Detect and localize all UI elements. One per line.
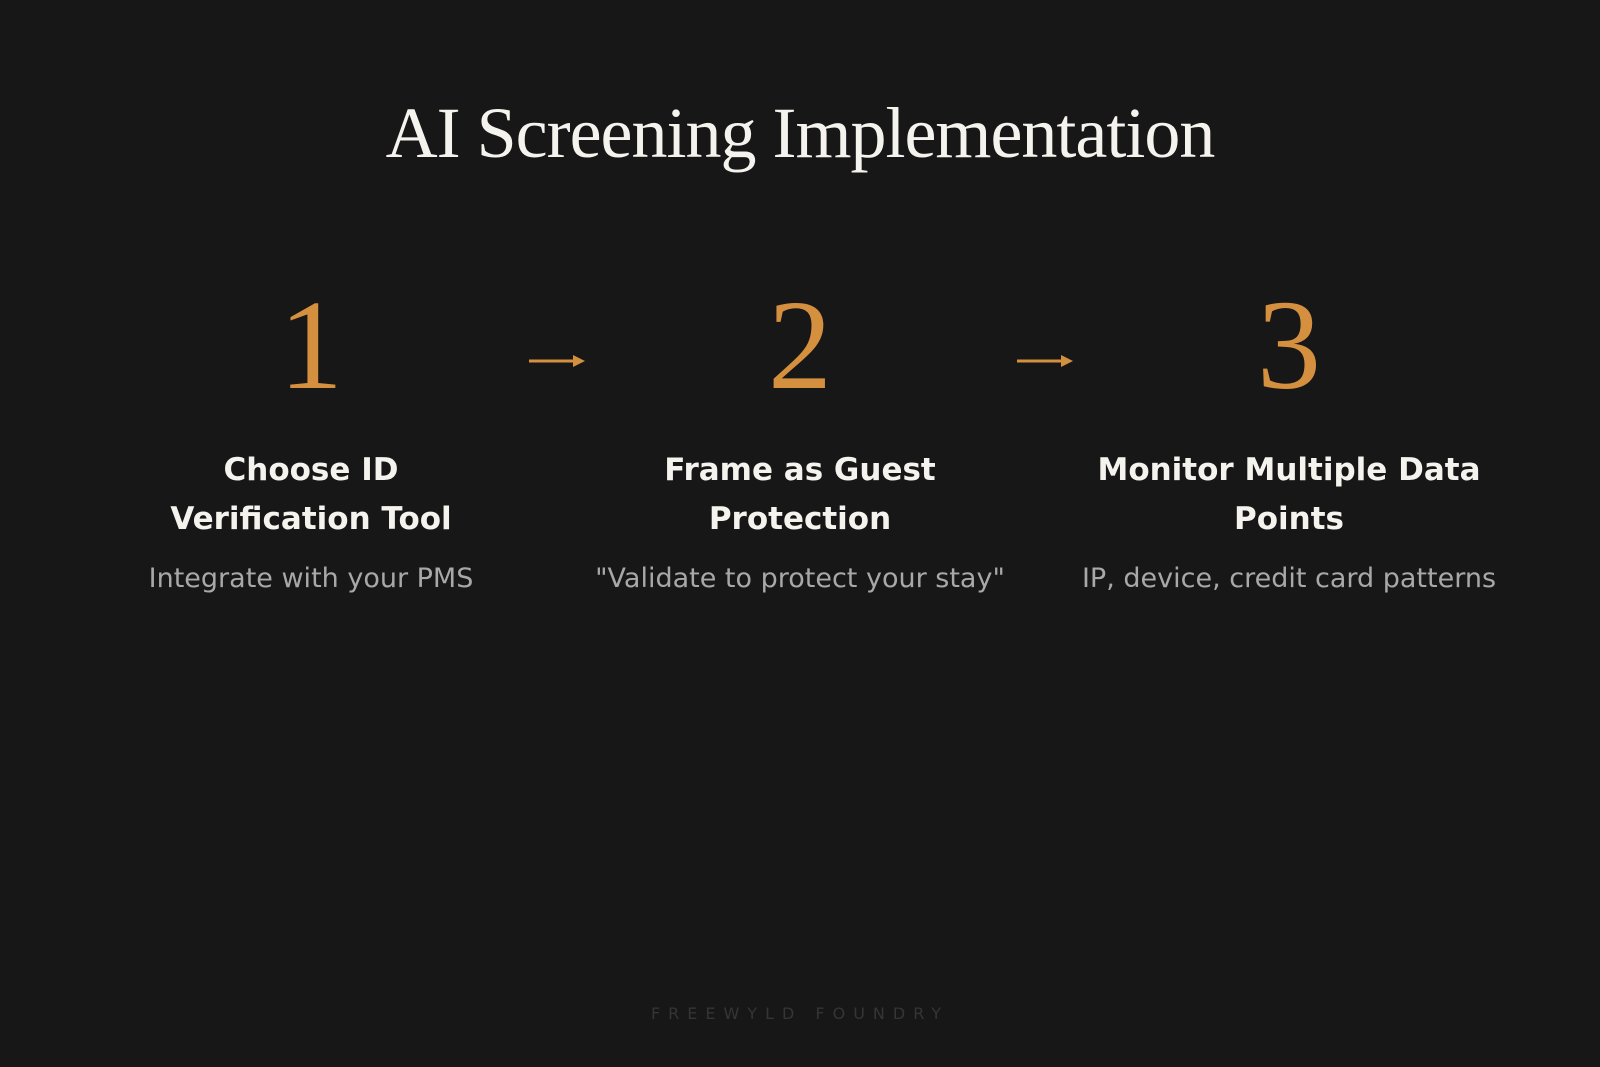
step-heading: Monitor Multiple Data Points [1097,452,1481,537]
step-heading: Frame as Guest Protection [664,452,936,537]
step-number: 1 [279,274,343,416]
step-number: 2 [768,274,832,416]
step-description: Integrate with your PMS [148,563,474,594]
step-description: "Validate to protect your stay" [595,563,1005,594]
step-number: 3 [1257,274,1321,416]
arrow-right-icon [1017,355,1073,367]
step-description: IP, device, credit card patterns [1081,563,1497,594]
step-3: 3 Monitor Multiple Data Points IP, devic… [1059,270,1519,596]
slide-title: AI Screening Implementation [385,93,1216,173]
step-1: 1 Choose ID Verification Tool Integrate … [81,270,541,596]
arrow-right-icon [529,355,585,367]
step-heading: Choose ID Verification Tool [170,452,452,537]
footer-brand: FREEWYLD FOUNDRY [650,1004,950,1023]
step-2: 2 Frame as Guest Protection "Validate to… [570,270,1030,596]
